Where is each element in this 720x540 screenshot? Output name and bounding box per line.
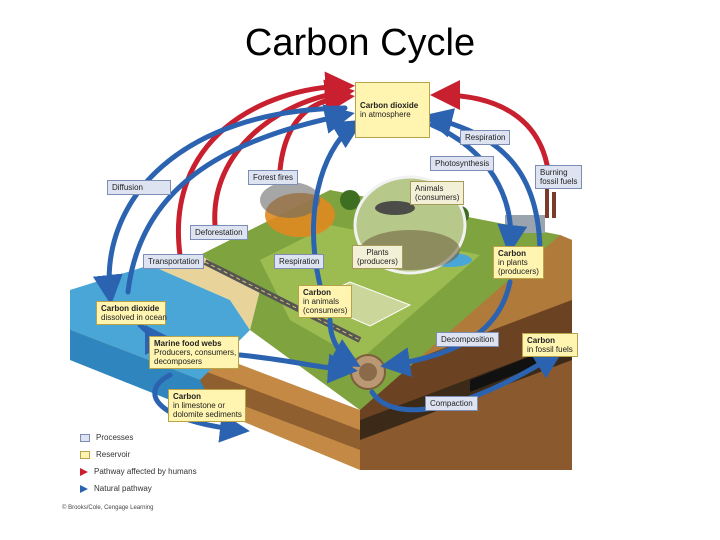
page-title: Carbon Cycle [244,22,476,64]
arrow-deforestation [212,79,355,228]
arrow-marine-sediment [237,352,358,384]
label-forest-fires: Forest fires [248,170,299,185]
legend-natural-label: Natural pathway [94,484,152,493]
label-deforestation: Deforestation [190,225,248,240]
label-carbon-plants: Carbon in plants(producers) [493,246,544,279]
label-compaction: Compaction [425,396,478,411]
legend-processes: Processes [80,433,133,442]
label-transportation: Transportation [143,254,205,269]
label-plants: Plants(producers) [352,245,403,269]
legend-human-marker [80,467,88,476]
legend-natural-pathway: Natural pathway [80,484,152,493]
arrow-photosynthesis [429,122,528,255]
arrow-respiration-top [422,108,543,258]
arrow-burning-fossil-fuels [430,80,551,173]
label-diffusion: Diffusion [107,180,171,195]
label-marine-food-webs: Marine food webs Producers, consumers,de… [149,336,239,369]
legend-reservoir-swatch [80,450,90,459]
label-photosynthesis: Photosynthesis [430,156,495,171]
label-carbon-animals: Carbon in animals(consumers) [298,285,353,318]
legend-human-label: Pathway affected by humans [94,467,197,476]
legend-reservoir: Reservoir [80,450,130,459]
label-animals: Animals(consumers) [410,181,465,205]
label-decomposition: Decomposition [436,332,499,347]
label-respiration-mid: Respiration [274,254,325,269]
legend-human-pathway: Pathway affected by humans [80,467,197,476]
label-respiration-top: Respiration [460,130,511,145]
arrow-marine-limestone [152,372,250,443]
arrow-diffusion [93,105,348,305]
legend-processes-label: Processes [96,433,134,442]
legend-processes-swatch [80,433,90,442]
arrow-diffusion-up [125,104,355,295]
legend-reservoir-label: Reservoir [96,450,131,459]
legend-natural-marker [80,484,88,493]
copyright-credit: © Brooks/Cole, Cengage Learning [62,505,154,511]
